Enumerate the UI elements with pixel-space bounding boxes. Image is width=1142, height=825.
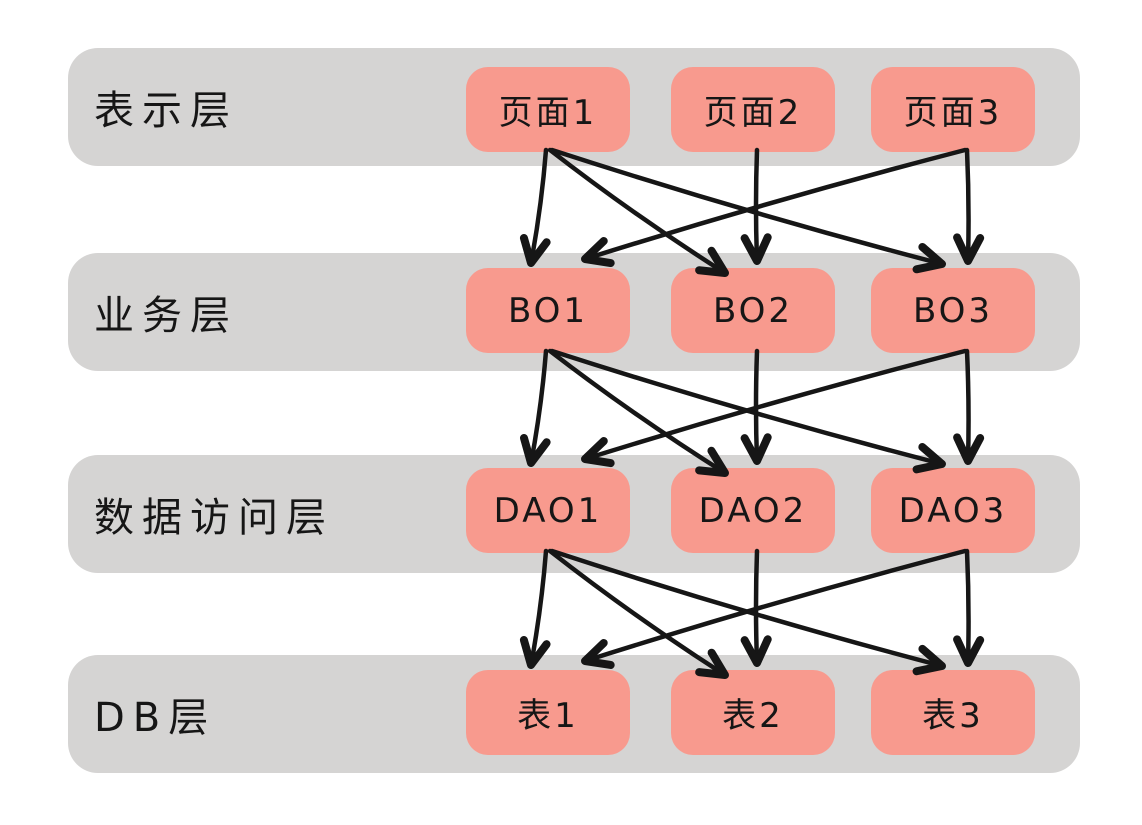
node-table-1: 表1 bbox=[466, 670, 630, 755]
layer-label-db: DB层 bbox=[94, 695, 217, 741]
layer-label-data-access: 数据访问层 bbox=[94, 495, 334, 541]
node-page-2: 页面2 bbox=[671, 67, 835, 152]
layer-label-presentation: 表示层 bbox=[94, 88, 238, 134]
node-dao-1: DAO1 bbox=[466, 468, 630, 553]
node-bo-3: BO3 bbox=[871, 268, 1035, 353]
node-page-3: 页面3 bbox=[871, 67, 1035, 152]
node-bo-1: BO1 bbox=[466, 268, 630, 353]
node-table-2: 表2 bbox=[671, 670, 835, 755]
node-dao-2: DAO2 bbox=[671, 468, 835, 553]
node-table-3: 表3 bbox=[871, 670, 1035, 755]
node-page-1: 页面1 bbox=[466, 67, 630, 152]
layer-label-business: 业务层 bbox=[94, 293, 238, 339]
node-bo-2: BO2 bbox=[671, 268, 835, 353]
node-dao-3: DAO3 bbox=[871, 468, 1035, 553]
